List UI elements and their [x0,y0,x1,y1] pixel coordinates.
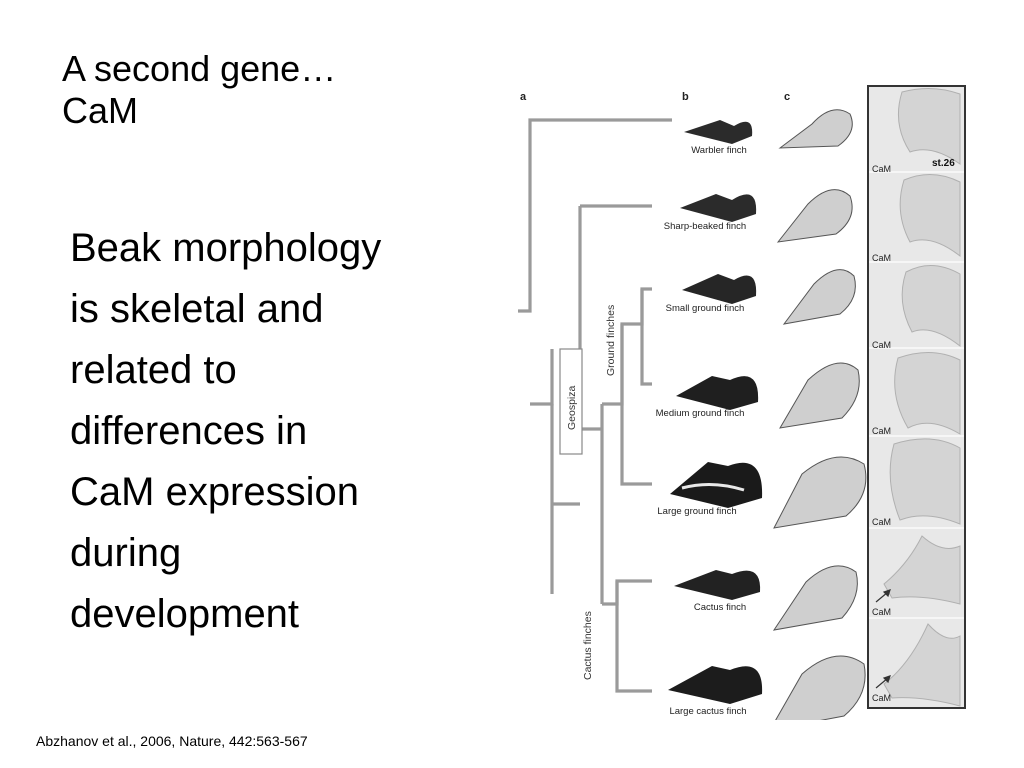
stage-label: st.26 [932,158,955,169]
body-line-4: differences in [70,409,308,453]
title-line-2: CaM [62,90,139,131]
body-line-6: during [70,531,182,575]
label-medium-ground-finch: Medium ground finch [656,408,745,419]
panel-letter-b: b [682,91,689,103]
skull-sharp-beaked-finch [776,189,853,243]
skull-column [772,109,867,720]
cam-label-6: CaM [872,607,891,617]
label-large-ground-finch: Large ground finch [657,506,736,517]
cam-label-2: CaM [872,253,891,263]
beak-column [668,120,763,704]
geospiza-label: Geospiza [566,385,578,430]
label-cactus-finch: Cactus finch [694,602,746,613]
slide-title: A second gene… CaM [62,48,336,132]
phylogenetic-tree [518,118,672,693]
title-line-1: A second gene… [62,48,337,89]
skull-large-ground-finch [773,456,867,529]
label-sharp-beaked-finch: Sharp-beaked finch [664,221,746,232]
body-line-3: related to [70,348,237,392]
body-line-5: CaM expression [70,470,360,514]
beak-large-cactus-finch [668,666,763,704]
cam-section-3 [901,265,961,348]
panel-letter-c: c [784,91,790,103]
slide-body: Beak morphology is skeletal and related … [70,218,470,645]
cactus-finches-label: Cactus finches [582,611,594,680]
finch-figure: a b c d Geospiza Ground finches Cactus f… [512,84,967,720]
body-line-2: is skeletal and [70,287,324,331]
cam-section-6 [883,535,961,605]
finch-figure-svg: a b c d Geospiza Ground finches Cactus f… [518,85,966,720]
label-warbler-finch: Warbler finch [691,145,747,156]
panel-letter-a: a [520,91,527,103]
label-large-cactus-finch: Large cactus finch [669,706,746,717]
cam-label-3: CaM [872,340,891,350]
ground-finches-label: Ground finches [605,305,617,376]
cam-section-7 [883,623,961,707]
cam-section-1 [897,88,961,165]
beak-warbler-finch [684,120,753,144]
citation: Abzhanov et al., 2006, Nature, 442:563-5… [36,733,308,749]
skull-warbler-finch [778,109,853,149]
cam-dividers [869,171,964,619]
cam-label-1: CaM [872,164,891,174]
geospiza-box [559,348,583,455]
cam-label-4: CaM [872,426,891,436]
body-line-1: Beak morphology [70,226,382,270]
skull-cactus-finch [772,565,858,631]
cam-label-5: CaM [872,517,891,527]
skull-large-cactus-finch [775,655,866,720]
skull-medium-ground-finch [779,362,860,429]
cam-section-2 [899,174,961,258]
cam-section-5 [889,438,961,525]
beak-large-ground-finch [670,462,763,508]
arrow-icon [875,589,891,689]
beak-cactus-finch [674,570,761,600]
body-line-7: development [70,592,300,636]
cam-label-7: CaM [872,693,891,703]
skull-small-ground-finch [782,269,856,325]
label-small-ground-finch: Small ground finch [666,303,745,314]
beak-small-ground-finch [682,274,757,304]
beak-sharp-beaked-finch [680,194,757,222]
cam-section-4 [894,351,961,435]
beak-medium-ground-finch [676,376,759,410]
cam-sections [883,88,961,707]
